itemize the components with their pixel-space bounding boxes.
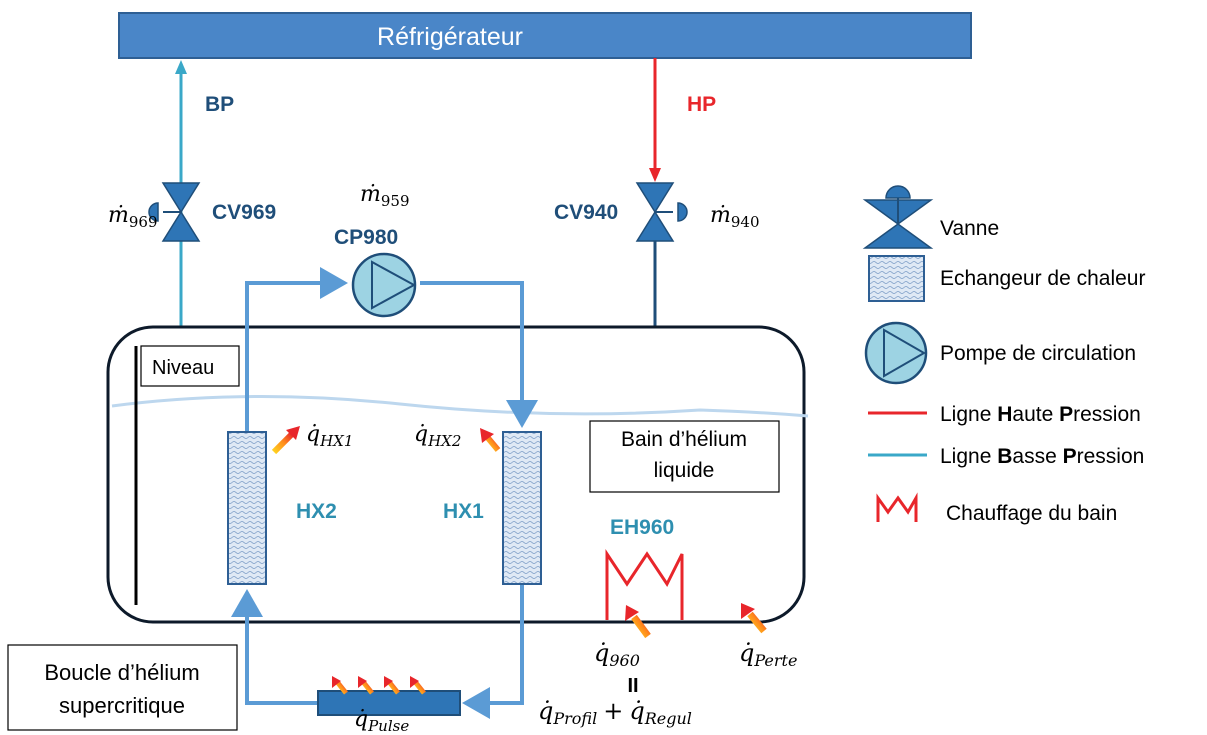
cv940-flow: ṁ940: [710, 203, 760, 231]
heat-exchanger-hx2: [227, 431, 267, 585]
cv969-tag: CV969: [212, 201, 276, 224]
eh960-tag: EH960: [610, 516, 674, 539]
heat-exchanger-hx1: [502, 431, 542, 585]
refrigerator-box: [118, 12, 972, 59]
pulse-heat: q̇Pulse: [354, 707, 409, 735]
cv969-flow: ṁ969: [108, 203, 158, 231]
helium-bath-vessel: [106, 325, 806, 624]
legend-pump-label: Pompe de circulation: [940, 342, 1136, 365]
heater-heat: q̇960: [594, 639, 640, 670]
cp980-flow: ṁ959: [360, 182, 410, 210]
pulse-heater: [317, 690, 461, 716]
legend-heater-label: Chauffage du bain: [946, 502, 1117, 525]
legend-hp-line-label: Ligne Haute Pression: [940, 403, 1141, 426]
loop-label-line2: supercritique: [59, 693, 185, 718]
supercritical-loop-pipe: [231, 267, 538, 719]
legend-valve-label: Vanne: [940, 217, 999, 240]
liquid-surface: [111, 394, 809, 418]
cv940-tag: CV940: [554, 201, 618, 224]
loop-label-line1: Boucle d’hélium: [44, 660, 199, 685]
refrigerator-label: Réfrigérateur: [377, 23, 523, 51]
hx2-tag: HX2: [296, 500, 337, 523]
heat-arrow-hx2: [271, 426, 300, 455]
legend: Vanne Echangeur de chaleur Pompe de circ…: [862, 185, 1145, 525]
hx1-tag: HX1: [443, 500, 484, 523]
bath-label-box: [589, 420, 780, 493]
heat-arrow-hx1: [480, 428, 501, 452]
bath-label-line2: liquide: [654, 459, 715, 482]
pump-cp980: [351, 252, 417, 318]
heater-equals-sign: II: [627, 675, 638, 697]
heat-arrow-loss: [741, 603, 767, 634]
level-label: Niveau: [152, 357, 214, 379]
legend-pump-icon: [864, 321, 928, 385]
valve-cv940: [635, 182, 688, 242]
legend-exchanger-label: Echangeur de chaleur: [940, 267, 1145, 290]
cp980-tag: CP980: [334, 226, 398, 249]
hx1-heat: q̇HX2: [414, 422, 461, 450]
hp-line: [649, 58, 661, 182]
heater-sum: q̇Profil+q̇Regul: [538, 697, 692, 728]
loss-heat: q̇Perte: [739, 639, 797, 670]
heat-arrows-pulse: [332, 676, 426, 695]
loop-label-box: [7, 644, 238, 731]
heater-eh960: [605, 549, 684, 620]
hp-label: HP: [687, 93, 716, 116]
hx2-heat: q̇HX1: [306, 422, 353, 450]
legend-bp-line-label: Ligne Basse Pression: [940, 445, 1144, 468]
bp-label: BP: [205, 93, 234, 116]
legend-exchanger-icon: [868, 255, 925, 302]
legend-valve-icon: [862, 185, 934, 249]
legend-heater-icon: [876, 492, 918, 522]
bath-label-line1: Bain d’hélium: [621, 428, 747, 451]
level-label-box: [140, 345, 240, 387]
heat-arrow-heater: [625, 605, 651, 639]
valve-cv969: [148, 182, 201, 242]
